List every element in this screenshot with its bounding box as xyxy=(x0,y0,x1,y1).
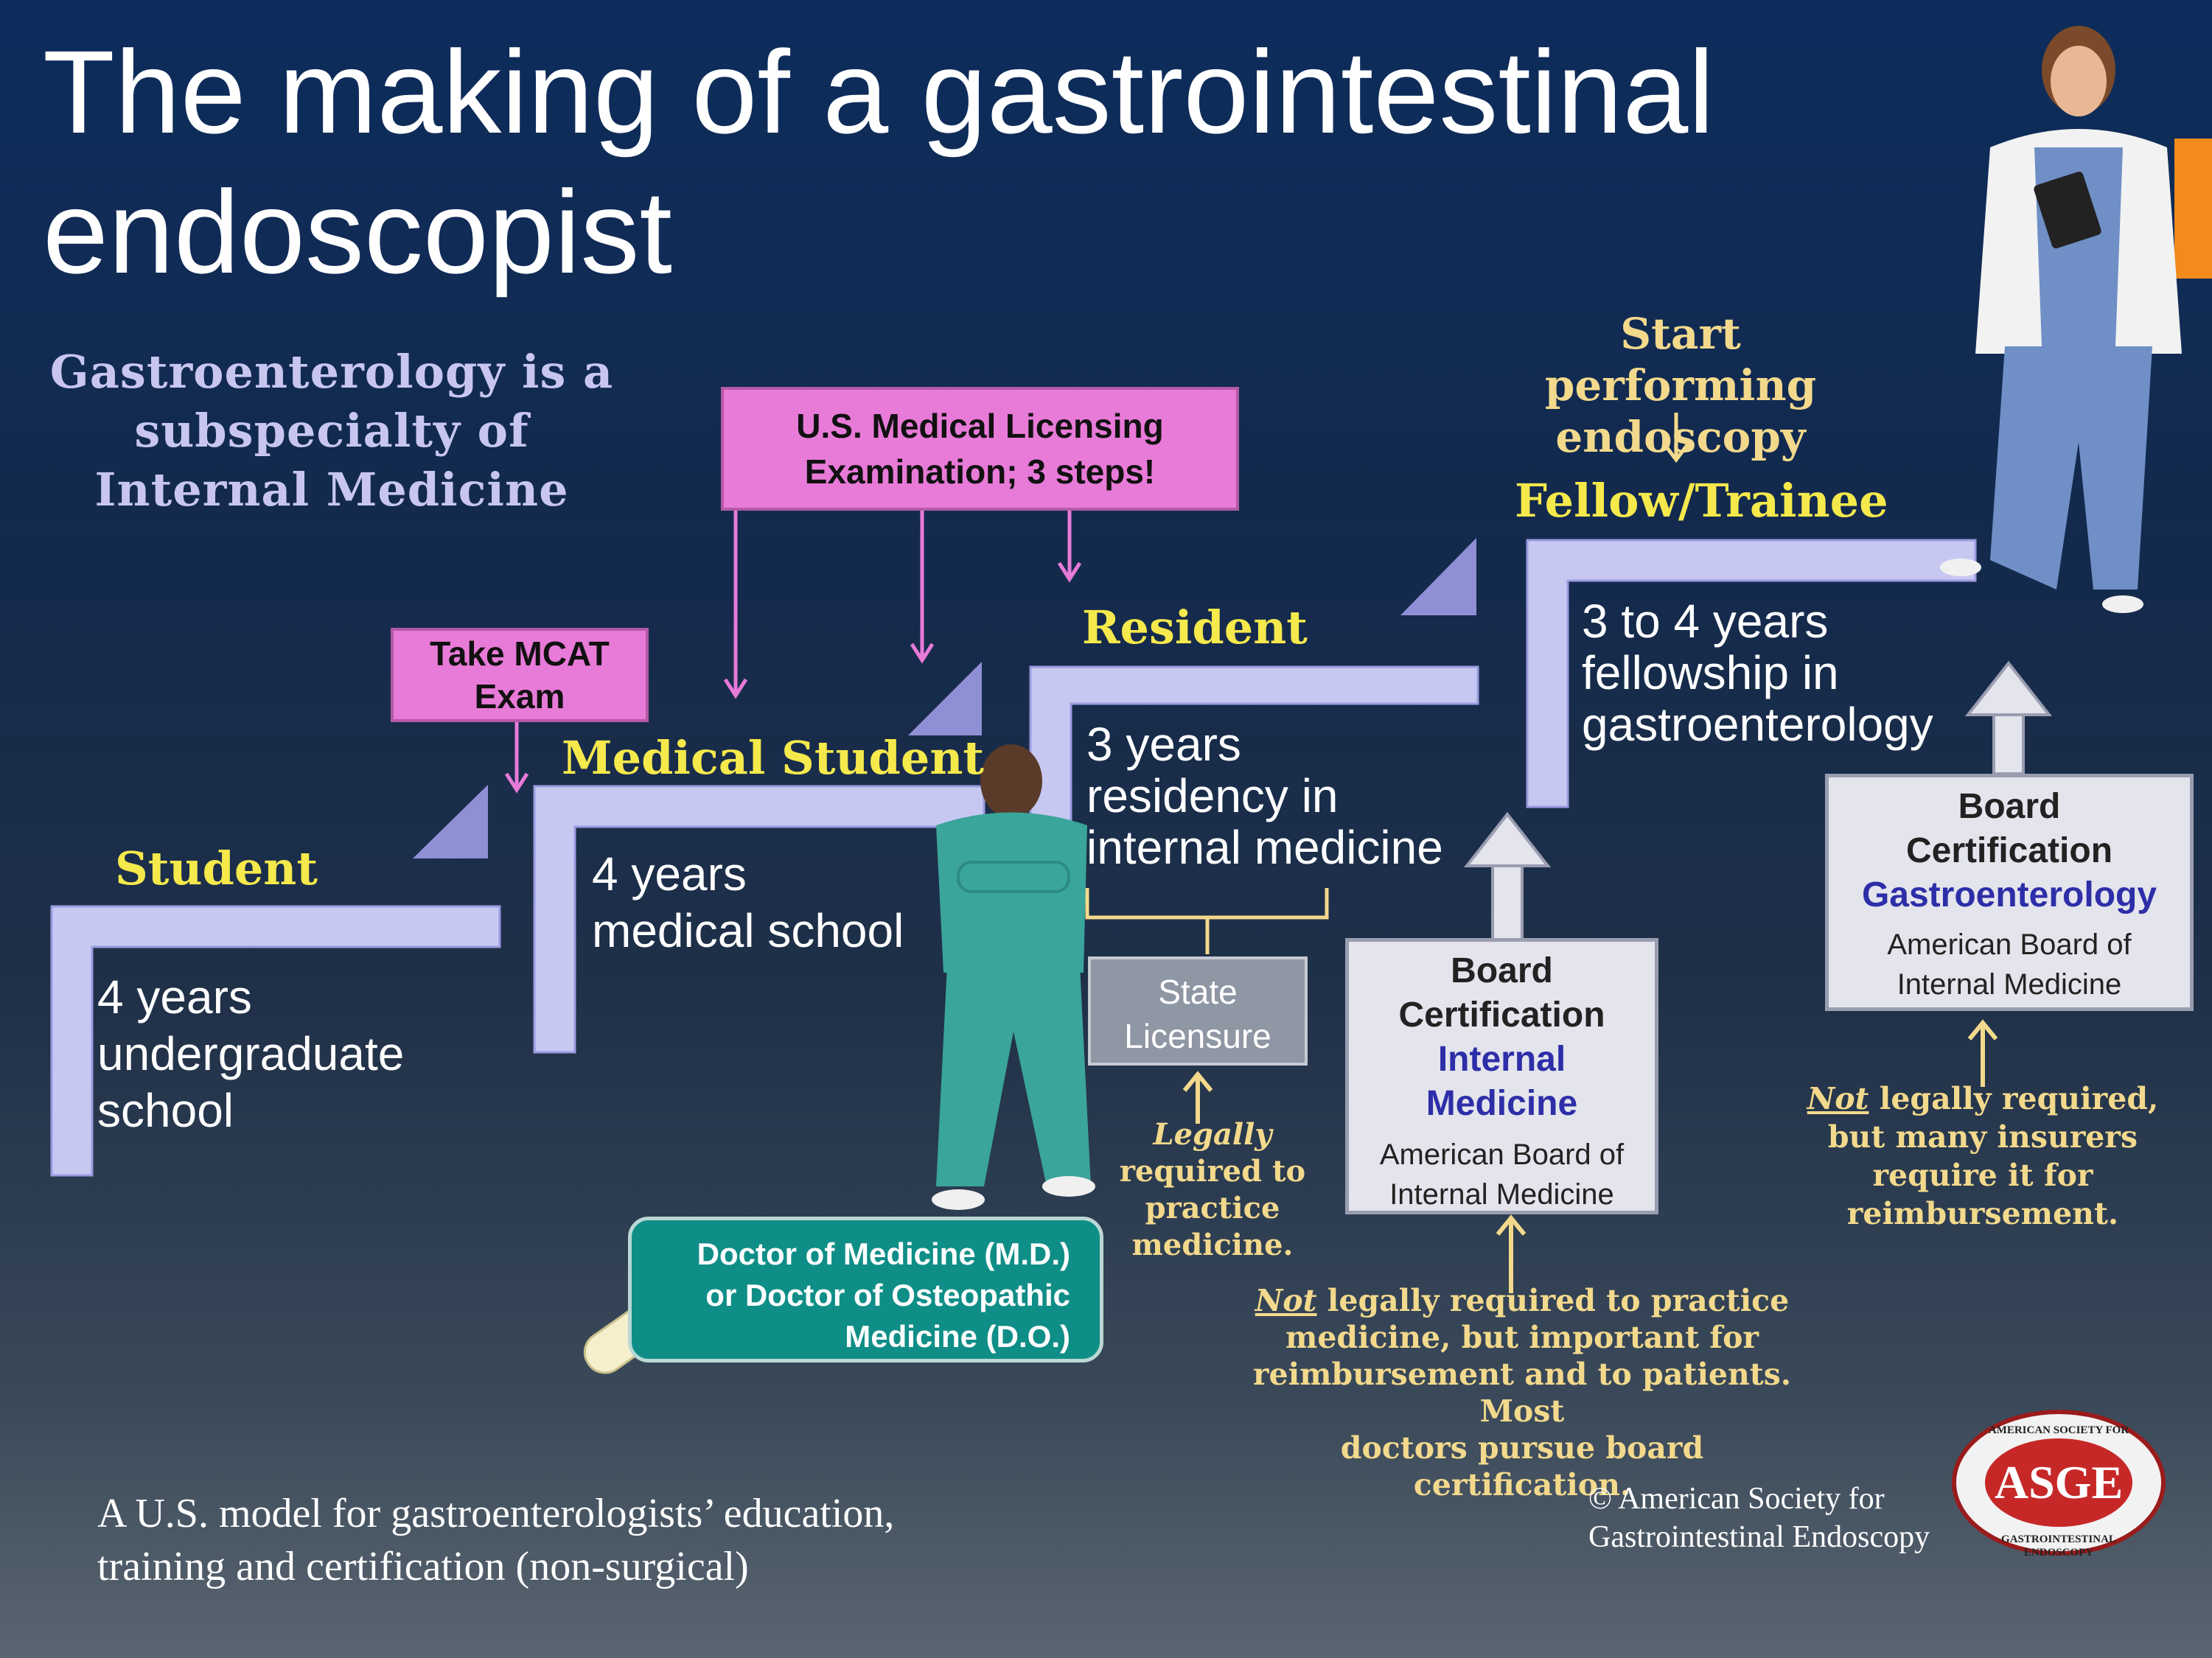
page-title: The making of a gastrointestinal endosco… xyxy=(43,26,1714,298)
asge-logo xyxy=(1952,1410,2166,1556)
asge-logo-ring-bottom: GASTROINTESTINAL ENDOSCOPY xyxy=(2001,1533,2116,1559)
stage-label-resident: Resident xyxy=(1082,601,1308,654)
board-cert-gastroenterology: Board Certification Gastroenterology Ame… xyxy=(1825,774,2194,1011)
board-im-note: Not legally required to practice medicin… xyxy=(1252,1283,1792,1503)
usmle-arrows xyxy=(723,510,1082,699)
stage-text-fellow: 3 to 4 years fellowship in gastroenterol… xyxy=(1582,595,1933,751)
mcat-arrow xyxy=(504,721,529,794)
state-licensure-box: State Licensure xyxy=(1088,956,1308,1066)
copyright-notice: © American Society for Gastrointestinal … xyxy=(1588,1482,1930,1554)
step-triangle-2 xyxy=(908,662,982,735)
degree-box: Doctor of Medicine (M.D.) or Doctor of O… xyxy=(628,1217,1103,1363)
subtitle: Gastroenterology is a subspecialty of In… xyxy=(49,345,614,517)
asge-logo-ring-top: AMERICAN SOCIETY FOR xyxy=(1988,1424,2129,1436)
residency-bracket xyxy=(1085,888,1329,954)
board-gi-note: Not legally required, but many insurers … xyxy=(1807,1081,2159,1231)
board-cert-internal-medicine: Board Certification Internal Medicine Am… xyxy=(1345,938,1658,1214)
stage-text-student: 4 years undergraduate school xyxy=(97,970,405,1137)
asge-logo-text: ASGE xyxy=(1994,1456,2124,1508)
gray-up-arrows xyxy=(1463,660,2053,941)
yellow-up-arrows xyxy=(1182,1019,1998,1293)
female-doctor-illustration xyxy=(1940,26,2182,613)
orange-accent xyxy=(2174,139,2212,279)
male-doctor-illustration xyxy=(932,744,1095,1210)
stage-label-medical-student: Medical Student xyxy=(562,731,985,785)
stage-label-student: Student xyxy=(115,842,318,895)
footer-caption: A U.S. model for gastroenterologists’ ed… xyxy=(97,1491,895,1589)
stage-label-fellow: Fellow/Trainee xyxy=(1515,474,1888,528)
step-triangle-3 xyxy=(1400,538,1476,615)
stage-text-resident: 3 years residency in internal medicine xyxy=(1086,718,1443,874)
step-triangle-1 xyxy=(413,785,488,858)
start-endoscopy-label: Start performing endoscopy xyxy=(1544,309,1817,462)
step-fellow xyxy=(1526,539,1977,808)
endoscopy-arrow xyxy=(1664,413,1689,464)
legally-required-note: Legally required to practice medicine. xyxy=(1119,1117,1306,1262)
stage-text-medical-student: 4 years medical school xyxy=(592,847,904,957)
step-student xyxy=(50,905,501,1177)
